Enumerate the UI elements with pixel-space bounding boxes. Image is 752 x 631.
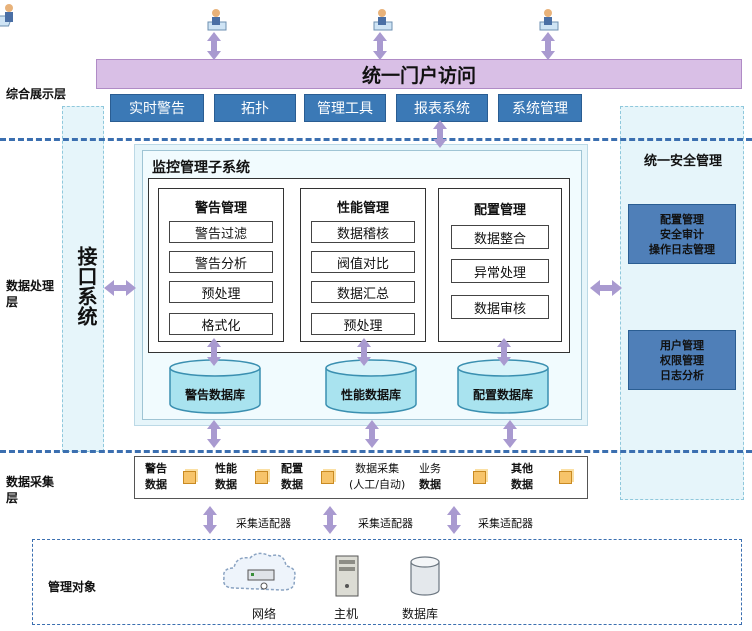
user-icon [539, 9, 559, 31]
target-label-database: 数据库 [402, 607, 439, 621]
adapter-label: 采集适配器 [236, 517, 291, 530]
module-item: 阀值对比 [311, 251, 415, 273]
double-arrow-icon [323, 506, 337, 534]
target-label-host: 主机 [334, 607, 359, 621]
double-arrow-icon [433, 120, 447, 148]
layer-divider-top [0, 138, 752, 141]
module-alert: 警告管理 警告过滤 警告分析 预处理 格式化 [158, 188, 284, 342]
layer-label-targets: 管理对象 [48, 580, 97, 594]
module-item: 数据审核 [451, 295, 549, 319]
security-group-audit: 配置管理 安全审计 操作日志管理 [628, 204, 736, 264]
double-arrow-icon [503, 420, 517, 448]
module-item: 数据稽核 [311, 221, 415, 243]
collect-item-manual-auto: 数据采集 (人工/自动) [349, 462, 406, 491]
network-cloud-icon [222, 552, 296, 591]
collect-item-config: 配置 数据 [281, 462, 303, 491]
module-item: 数据整合 [451, 225, 549, 249]
double-arrow-icon [203, 506, 217, 534]
menu-management-tools[interactable]: 管理工具 [304, 94, 386, 122]
user-icon [207, 9, 227, 31]
database-performance: 性能数据库 [324, 358, 418, 414]
module-performance: 性能管理 数据稽核 阀值对比 数据汇总 预处理 [300, 188, 426, 342]
module-item: 异常处理 [451, 259, 549, 283]
management-targets-panel [32, 539, 742, 625]
menu-topology[interactable]: 拓扑 [214, 94, 296, 122]
security-title: 统一安全管理 [643, 154, 722, 169]
collect-item-performance: 性能 数据 [215, 462, 237, 491]
double-arrow-icon [207, 420, 221, 448]
database-cylinder-icon [457, 359, 549, 414]
module-title: 性能管理 [336, 201, 389, 216]
module-item: 预处理 [169, 281, 273, 303]
data-cube-icon [255, 471, 268, 484]
interface-system-label: 接口系统 [74, 246, 98, 326]
database-config: 配置数据库 [456, 358, 550, 414]
layer-label-presentation: 综合展示层 [6, 87, 67, 101]
adapter-label: 采集适配器 [478, 517, 533, 530]
interface-column [62, 106, 104, 452]
adapter-label: 采集适配器 [358, 517, 413, 530]
portal-users [0, 4, 13, 27]
double-arrow-icon [357, 338, 371, 366]
target-label-network: 网络 [252, 607, 277, 621]
module-item: 警告分析 [169, 251, 273, 273]
data-cube-icon [473, 471, 486, 484]
layer-divider-middle [0, 450, 752, 453]
portal-bar: 统一门户访问 [96, 59, 742, 89]
module-item: 数据汇总 [311, 281, 415, 303]
layer-label-collection: 数据采集层 [6, 475, 55, 505]
menu-system-management[interactable]: 系统管理 [498, 94, 582, 122]
server-icon [335, 555, 359, 597]
user-icon [373, 9, 393, 31]
double-arrow-icon [104, 280, 136, 296]
module-item: 格式化 [169, 313, 273, 335]
double-arrow-icon [207, 338, 221, 366]
module-item: 警告过滤 [169, 221, 273, 243]
layer-label-processing: 数据处理层 [6, 279, 55, 309]
subsystem-title: 监控管理子系统 [152, 160, 250, 176]
double-arrow-icon [590, 280, 622, 296]
data-cube-icon [559, 471, 572, 484]
security-group-users: 用户管理 权限管理 日志分析 [628, 330, 736, 390]
menu-realtime-alert[interactable]: 实时警告 [110, 94, 204, 122]
database-icon [410, 556, 440, 596]
double-arrow-icon [541, 32, 555, 60]
collect-item-business: 业务 数据 [419, 462, 441, 491]
data-cube-icon [183, 471, 196, 484]
module-config: 配置管理 数据整合 异常处理 数据审核 [438, 188, 562, 342]
module-title: 警告管理 [194, 201, 247, 216]
collection-bar: 警告 数据 性能 数据 配置 数据 数据采集 (人工/自动) 业务 数据 其他 … [134, 456, 588, 499]
portal-title: 统一门户访问 [361, 64, 476, 87]
database-cylinder-icon [325, 359, 417, 414]
collect-item-other: 其他 数据 [511, 462, 533, 491]
security-column [620, 106, 744, 500]
double-arrow-icon [373, 32, 387, 60]
module-title: 配置管理 [473, 203, 526, 218]
data-cube-icon [321, 471, 334, 484]
module-item: 预处理 [311, 313, 415, 335]
double-arrow-icon [207, 32, 221, 60]
double-arrow-icon [497, 338, 511, 366]
double-arrow-icon [365, 420, 379, 448]
menu-report-system[interactable]: 报表系统 [396, 94, 488, 122]
double-arrow-icon [447, 506, 461, 534]
collect-item-alert: 警告 数据 [145, 462, 167, 491]
